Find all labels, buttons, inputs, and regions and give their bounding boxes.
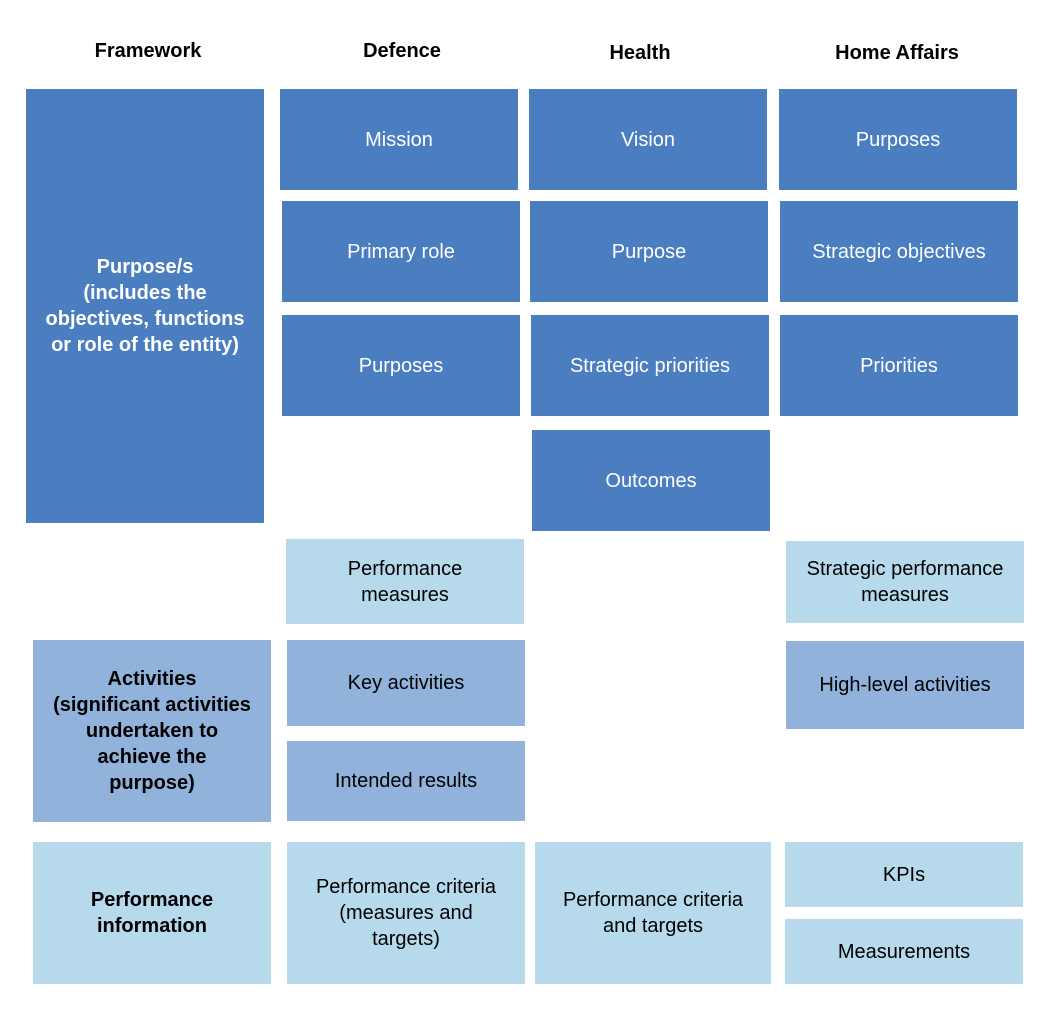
defence-primary-role-box: Primary role	[282, 201, 520, 302]
home-affairs-measurements-box: Measurements	[785, 919, 1023, 984]
defence-mission-box: Mission	[280, 89, 518, 190]
defence-purposes-box: Purposes	[282, 315, 520, 416]
home-affairs-kpis-box: KPIs	[785, 842, 1023, 907]
health-strategic-priorities-box: Strategic priorities	[531, 315, 769, 416]
home-affairs-priorities-box: Priorities	[780, 315, 1018, 416]
header-framework: Framework	[94, 40, 202, 62]
home-affairs-strategic-objectives-box: Strategic objectives	[780, 201, 1018, 302]
health-outcomes-box: Outcomes	[532, 430, 770, 531]
defence-intended-results-box: Intended results	[287, 741, 525, 821]
framework-performance-information-box: Performance information	[33, 842, 271, 984]
defence-key-activities-box: Key activities	[287, 640, 525, 726]
header-home-affairs: Home Affairs	[835, 42, 959, 64]
header-defence: Defence	[363, 40, 441, 62]
health-performance-criteria-box: Performance criteria and targets	[535, 842, 771, 984]
framework-activities-box: Activities (significant activities under…	[33, 640, 271, 822]
health-purpose-box: Purpose	[530, 201, 768, 302]
health-vision-box: Vision	[529, 89, 767, 190]
defence-performance-measures-box: Performance measures	[286, 539, 524, 624]
framework-purpose-box: Purpose/s (includes the objectives, func…	[26, 89, 264, 523]
home-affairs-purposes-box: Purposes	[779, 89, 1017, 190]
home-affairs-high-level-activities-box: High-level activities	[786, 641, 1024, 729]
home-affairs-strategic-performance-measures-box: Strategic performance measures	[786, 541, 1024, 623]
header-health: Health	[609, 42, 671, 64]
defence-performance-criteria-box: Performance criteria (measures and targe…	[287, 842, 525, 984]
